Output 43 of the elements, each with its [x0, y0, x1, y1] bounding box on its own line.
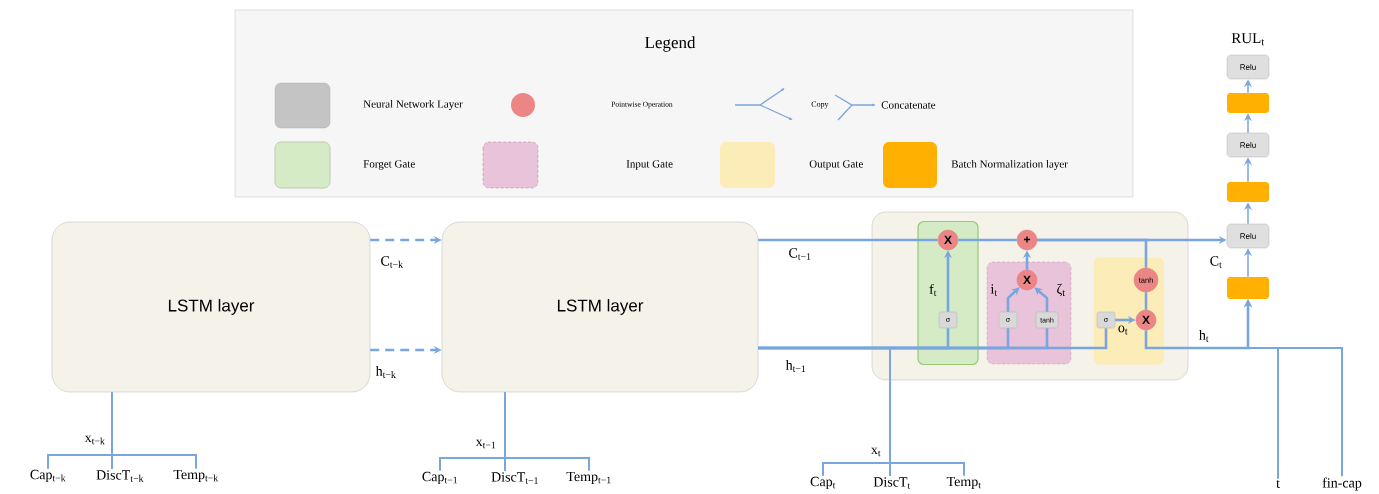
edge-label: x$_{t}$: [869, 446, 883, 458]
batch-normalization-box: [1227, 277, 1269, 299]
legend-label: Neural Network Layer: [363, 100, 463, 110]
edge-label: C$_{t−k}$: [379, 255, 405, 269]
input-label: Cap$_{t}$: [810, 476, 836, 490]
neural-network-layer-box: Relu: [1226, 223, 1270, 249]
legend-label: Output Gate: [809, 160, 863, 170]
edge-label: h$_{t}$: [1197, 329, 1211, 343]
legend-label: Concatenate: [881, 101, 936, 109]
edge-label: C$_{t}$: [1208, 255, 1224, 269]
input-label: Cap$_{t−k}$: [30, 469, 66, 483]
lstm-layer-box: LSTM layer: [51, 221, 371, 393]
batch-normalization-box: [1227, 182, 1269, 202]
legend-label: Copy: [811, 101, 829, 109]
input-label: Temp$_{t−1}$: [566, 471, 611, 485]
edge-label: f$_{t}$: [928, 282, 938, 298]
input-label: t: [1276, 479, 1280, 488]
output-label: RUL$_{t}$: [1231, 33, 1265, 46]
edge-label: C$_{t−1}$: [787, 247, 813, 261]
neural-network-layer-box: Relu: [1226, 54, 1270, 80]
edge-label: h$_{t−k}$: [374, 365, 398, 379]
input-label: fin-cap: [1322, 477, 1362, 491]
edge-label: h$_{t−1}$: [784, 359, 808, 373]
input-label: Temp$_{t−k}$: [173, 469, 219, 483]
edge-label: i$_{t}$: [989, 283, 999, 297]
edge-label: x$_{t−1}$: [474, 438, 498, 450]
edge-label: ζ$_{t}$: [1055, 282, 1067, 298]
legend-label: Batch Normalization layer: [951, 160, 1068, 170]
batch-normalization-box: [1227, 93, 1269, 113]
legend-title: Legend: [645, 36, 696, 52]
edge-label: x$_{t−k}$: [83, 434, 107, 446]
legend-label: Input Gate: [626, 160, 673, 170]
input-label: Temp$_{t}$: [946, 476, 981, 490]
arrow: [1034, 287, 1049, 312]
lstm-layer-box: LSTM layer: [441, 221, 759, 393]
neural-network-layer-box: Relu: [1226, 132, 1270, 158]
arrow: [1006, 287, 1020, 312]
legend-label: Forget Gate: [363, 160, 415, 170]
input-label: DiscT$_{t−1}$: [491, 472, 538, 484]
edge-label: o$_{t}$: [1116, 324, 1130, 336]
input-label: DiscT$_{t−k}$: [96, 470, 144, 482]
input-label: Cap$_{t−1}$: [422, 471, 458, 485]
input-label: DiscT$_{t}$: [873, 477, 911, 489]
